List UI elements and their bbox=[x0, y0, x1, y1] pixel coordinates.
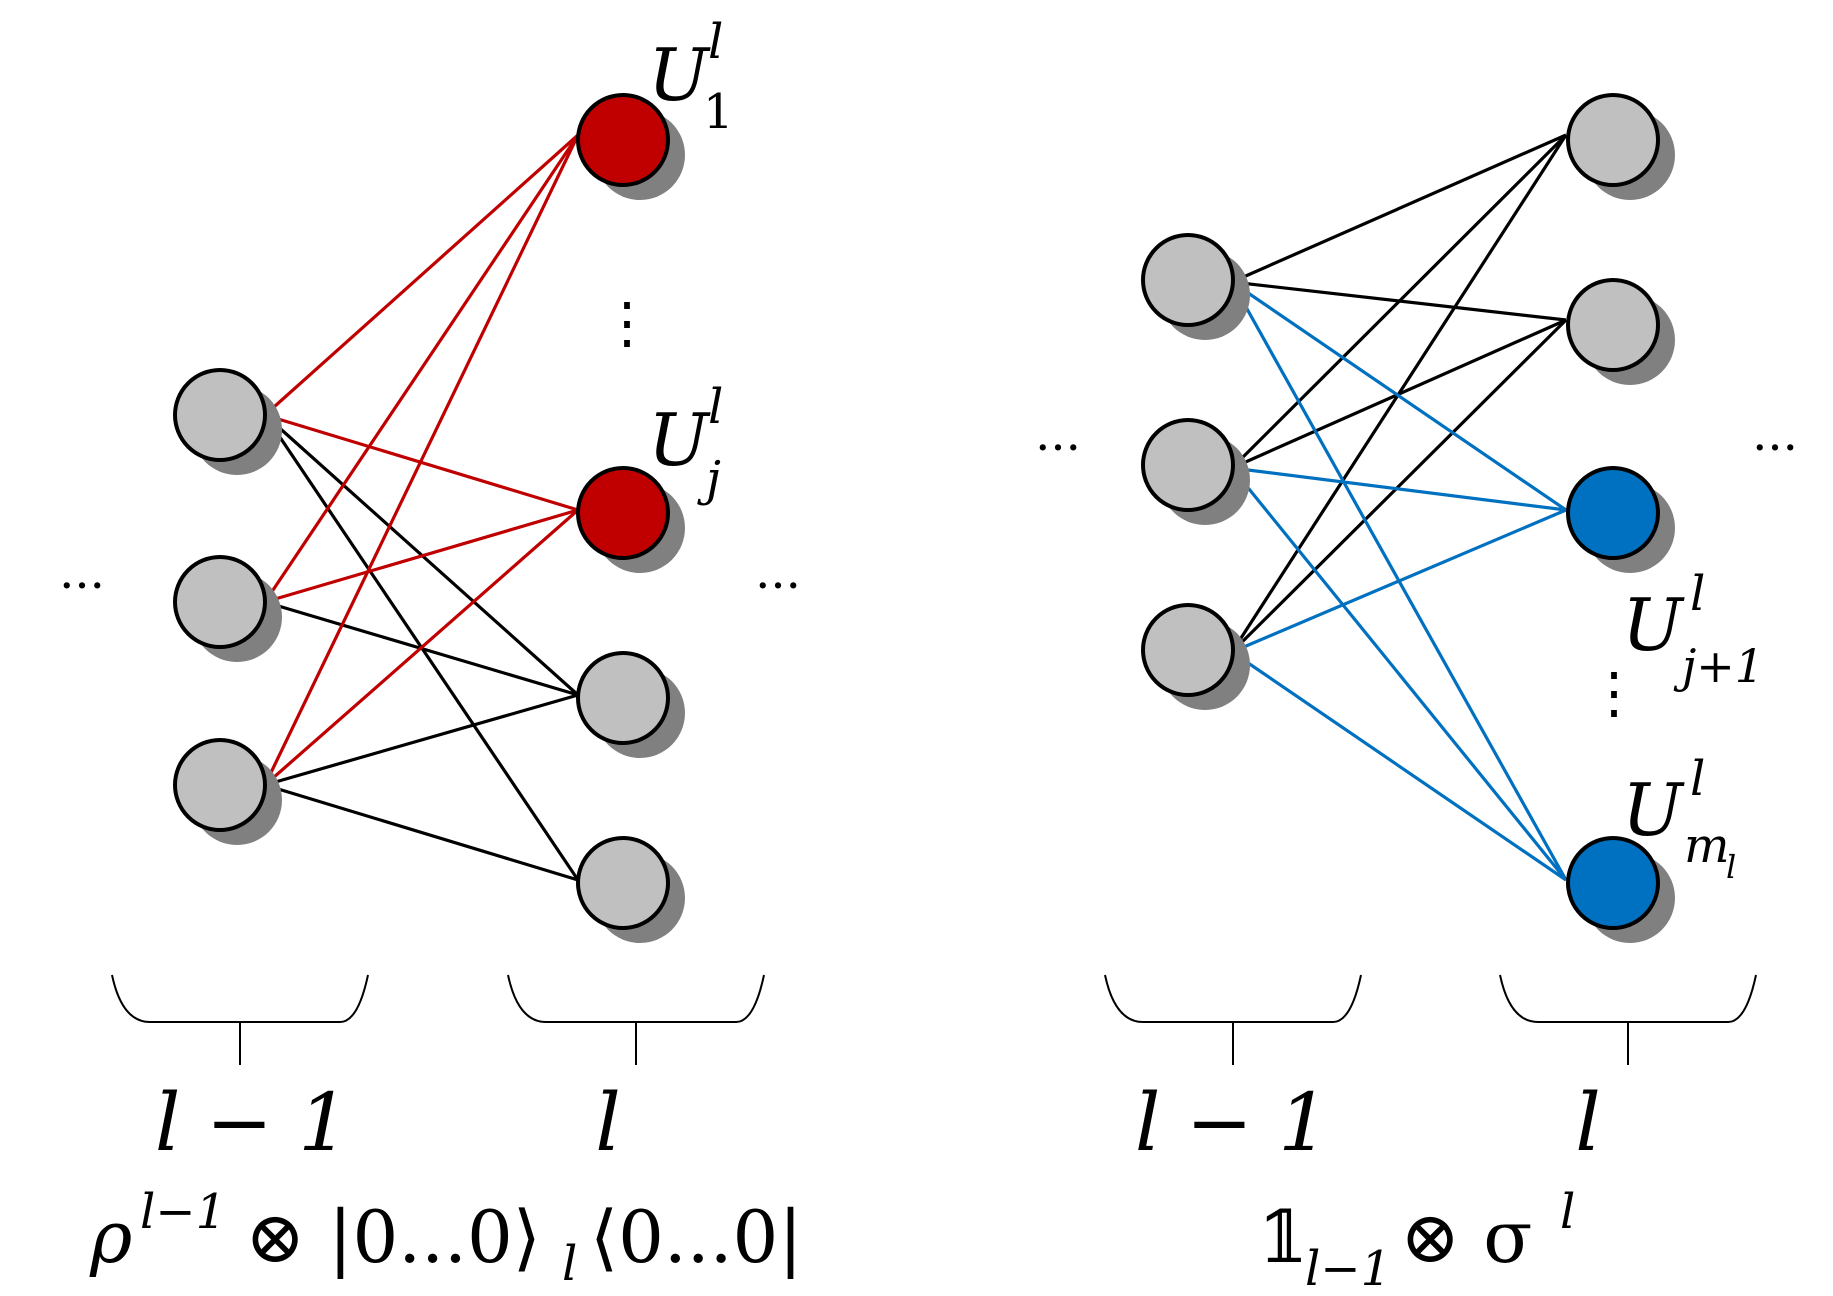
edge-blue bbox=[1231, 466, 1567, 512]
edge-red bbox=[263, 133, 580, 417]
right-edges bbox=[1230, 133, 1568, 882]
node bbox=[173, 738, 267, 832]
layer-label: l bbox=[595, 1076, 621, 1169]
right-operator: 𝟙 l−1 ⊗ σ l bbox=[1258, 1184, 1575, 1296]
vdots: ⋮ bbox=[1586, 661, 1642, 726]
node bbox=[173, 555, 267, 649]
vdots: ⋮ bbox=[599, 291, 655, 356]
edge-red bbox=[263, 508, 580, 787]
ellipsis: ... bbox=[755, 544, 801, 600]
left-edges bbox=[263, 133, 580, 882]
right-network: U l j+1 U l m l ⋮ ... ... l − 1 l 𝟙 l−1 … bbox=[1035, 93, 1798, 1296]
layer-label: l − 1 bbox=[155, 1076, 349, 1169]
unit-label-uml: U l m l bbox=[1622, 751, 1736, 886]
unit-label-sup: l bbox=[708, 379, 723, 435]
edge bbox=[1230, 134, 1568, 653]
node-blue bbox=[1566, 836, 1660, 930]
edge bbox=[1230, 318, 1568, 654]
left-operator: ρ l−1 ⊗ |0...0⟩ l ⟨0...0| bbox=[89, 1184, 803, 1292]
unit-label-uj: U l j bbox=[648, 379, 723, 507]
brace-left-current bbox=[507, 974, 765, 1023]
unit-label-sup: l bbox=[708, 14, 723, 70]
unit-label-sub: 1 bbox=[703, 84, 734, 140]
edge bbox=[1230, 133, 1568, 470]
operator-sub: l bbox=[562, 1236, 577, 1292]
edge bbox=[264, 783, 579, 882]
brace-right-prev bbox=[1104, 974, 1362, 1023]
left-layer-prev-nodes bbox=[173, 368, 282, 845]
node bbox=[576, 651, 670, 745]
operator-part: ⊗ σ bbox=[1400, 1195, 1532, 1279]
brace-left-prev bbox=[111, 974, 369, 1023]
operator-part: 𝟙 bbox=[1258, 1195, 1308, 1279]
layer-label: l − 1 bbox=[1135, 1076, 1329, 1169]
ellipsis: ... bbox=[59, 544, 105, 600]
edge-red bbox=[264, 508, 579, 604]
operator-sup: l bbox=[1560, 1184, 1575, 1240]
unit-label-base: U bbox=[648, 33, 711, 117]
edge-red bbox=[263, 134, 580, 603]
operator-sup: l−1 bbox=[140, 1184, 226, 1240]
operator-part: ρ bbox=[89, 1195, 132, 1279]
edge bbox=[1231, 133, 1567, 284]
edge-blue bbox=[1230, 466, 1568, 882]
unit-label-u1: U l 1 bbox=[648, 14, 734, 140]
edge bbox=[264, 693, 579, 787]
brace-right-current bbox=[1499, 974, 1757, 1023]
unit-label-base: U bbox=[1622, 768, 1685, 852]
node bbox=[173, 368, 267, 462]
unit-label-sub: j+1 bbox=[1673, 639, 1764, 693]
edge-blue bbox=[1231, 508, 1567, 654]
edge-blue bbox=[1231, 280, 1567, 512]
node-blue bbox=[1566, 466, 1660, 560]
left-network: U l 1 U l j ⋮ ... ... l − 1 l ρ l−1 ⊗ |0… bbox=[59, 14, 803, 1292]
operator-part: ⟨0...0| bbox=[590, 1195, 803, 1279]
node bbox=[1141, 603, 1235, 697]
unit-label-base: U bbox=[1622, 583, 1685, 667]
unit-label-sup: l bbox=[1690, 751, 1705, 807]
unit-label-sub: m bbox=[1684, 818, 1730, 874]
right-layer-current-nodes bbox=[1566, 93, 1675, 943]
unit-label-sup: l bbox=[1690, 566, 1705, 622]
node bbox=[576, 836, 670, 930]
node bbox=[1566, 93, 1660, 187]
node-red bbox=[576, 93, 670, 187]
ellipsis: ... bbox=[1035, 406, 1081, 462]
operator-sub: l−1 bbox=[1305, 1241, 1391, 1296]
right-layer-prev-nodes bbox=[1141, 233, 1250, 710]
node-red bbox=[576, 466, 670, 560]
unit-label-sub2: l bbox=[1726, 848, 1736, 886]
ellipsis: ... bbox=[1752, 406, 1798, 462]
operator-part: ⊗ |0...0⟩ bbox=[245, 1195, 541, 1279]
node bbox=[1566, 278, 1660, 372]
unit-label-base: U bbox=[648, 398, 711, 482]
left-layer-current-nodes bbox=[576, 93, 685, 943]
layer-label: l bbox=[1575, 1076, 1601, 1169]
edge-blue bbox=[1231, 650, 1567, 882]
edge-red bbox=[263, 134, 580, 786]
node bbox=[1141, 233, 1235, 327]
node bbox=[1141, 418, 1235, 512]
unit-label-uj1: U l j+1 bbox=[1622, 566, 1764, 693]
